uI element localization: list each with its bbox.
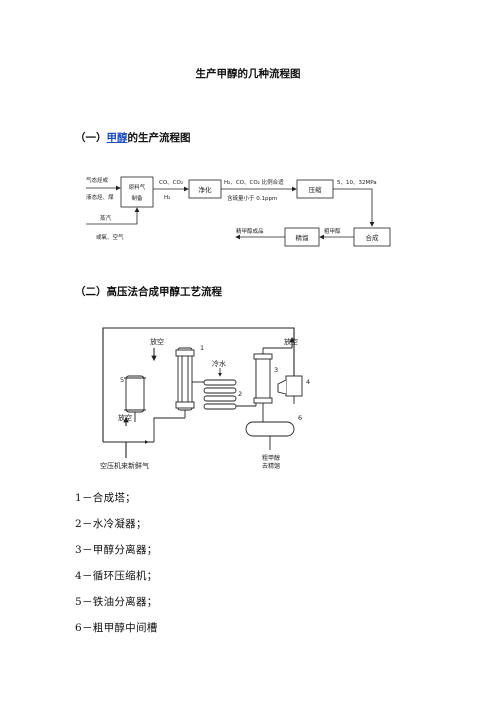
pressure-label: 5、10、32MPa [337, 180, 377, 186]
gas-label-2: H₂ [164, 195, 170, 201]
equip-number-1: 1 [200, 344, 204, 352]
circulation-compressor-4 [277, 375, 303, 404]
vent-label-2: 放空 [284, 337, 298, 346]
equip-number-6: 6 [298, 414, 302, 422]
legend-item: 1－合成塔； [75, 492, 136, 504]
section-1-prefix: （一） [75, 132, 107, 144]
after-purify-label-2: 含硫量小于 0.1ppm [227, 194, 277, 202]
crude-label: 粗甲醇 [324, 227, 341, 235]
refine-label: 精馏 [296, 233, 310, 242]
equip-number-5: 5 [120, 376, 124, 384]
crude-out-label-1: 粗甲醇 [262, 454, 280, 462]
legend-item: 3－甲醇分离器； [75, 544, 158, 556]
section-1-suffix: 的生产流程图 [127, 132, 191, 144]
cooling-water-label: 冷水 [212, 359, 226, 368]
input-label-1: 气态烃或 [86, 176, 109, 184]
methanol-separator-3 [253, 347, 292, 422]
gas-label-1: CO、CO₂ [159, 180, 183, 186]
product-label: 精甲醇成品 [236, 227, 264, 235]
section-2-heading: （二）高压法合成甲醇工艺流程 [75, 286, 222, 298]
page-title: 生产甲醇的几种流程图 [195, 68, 301, 80]
oil-separator-5 [124, 375, 146, 422]
legend-item: 2－水冷凝器； [75, 518, 147, 530]
purify-label: 净化 [199, 185, 213, 194]
fresh-gas-label: 空压机来新鲜气 [100, 461, 149, 470]
after-purify-label-1: H₂、CO、CO₂ 比例合适 [224, 178, 284, 186]
feed-box-label-2: 制备 [131, 194, 143, 202]
vent-label-3: 放空 [118, 413, 132, 422]
methanol-link[interactable]: 甲醇 [106, 132, 128, 144]
equip-number-4: 4 [306, 378, 310, 386]
synthesis-tower-1 [153, 347, 195, 442]
steam-label-2: 或氧、空气 [96, 233, 124, 241]
feed-box-label-1: 原料气 [129, 183, 146, 191]
equip-number-2: 2 [238, 390, 242, 398]
production-flow-diagram: 气态烃或 液态烃、煤 原料气 制备 CO、CO₂ H₂ 净化 H₂、CO、CO₂… [86, 176, 391, 247]
crude-methanol-tank-6 [245, 421, 295, 450]
legend-item: 6－粗甲醇中间槽 [75, 622, 158, 634]
equip-number-3: 3 [274, 366, 278, 374]
compress-label: 压缩 [309, 185, 323, 194]
vent-label-1: 放空 [150, 337, 164, 346]
high-pressure-process-diagram: 放空 放空 放空 冷水 空压机来新鲜气 粗甲醇 去精馏 1 2 3 4 5 6 [100, 327, 310, 470]
synth-label: 合成 [366, 233, 380, 242]
feed-gas-box [120, 176, 154, 208]
section-1-heading: （一）甲醇的生产流程图 [75, 130, 191, 145]
input-label-2: 液态烃、煤 [86, 193, 114, 201]
legend-item: 4－循环压缩机； [75, 570, 158, 582]
crude-out-label-2: 去精馏 [262, 462, 280, 470]
steam-label-1: 蒸汽 [100, 214, 112, 222]
legend-item: 5－铁油分离器； [75, 596, 158, 608]
